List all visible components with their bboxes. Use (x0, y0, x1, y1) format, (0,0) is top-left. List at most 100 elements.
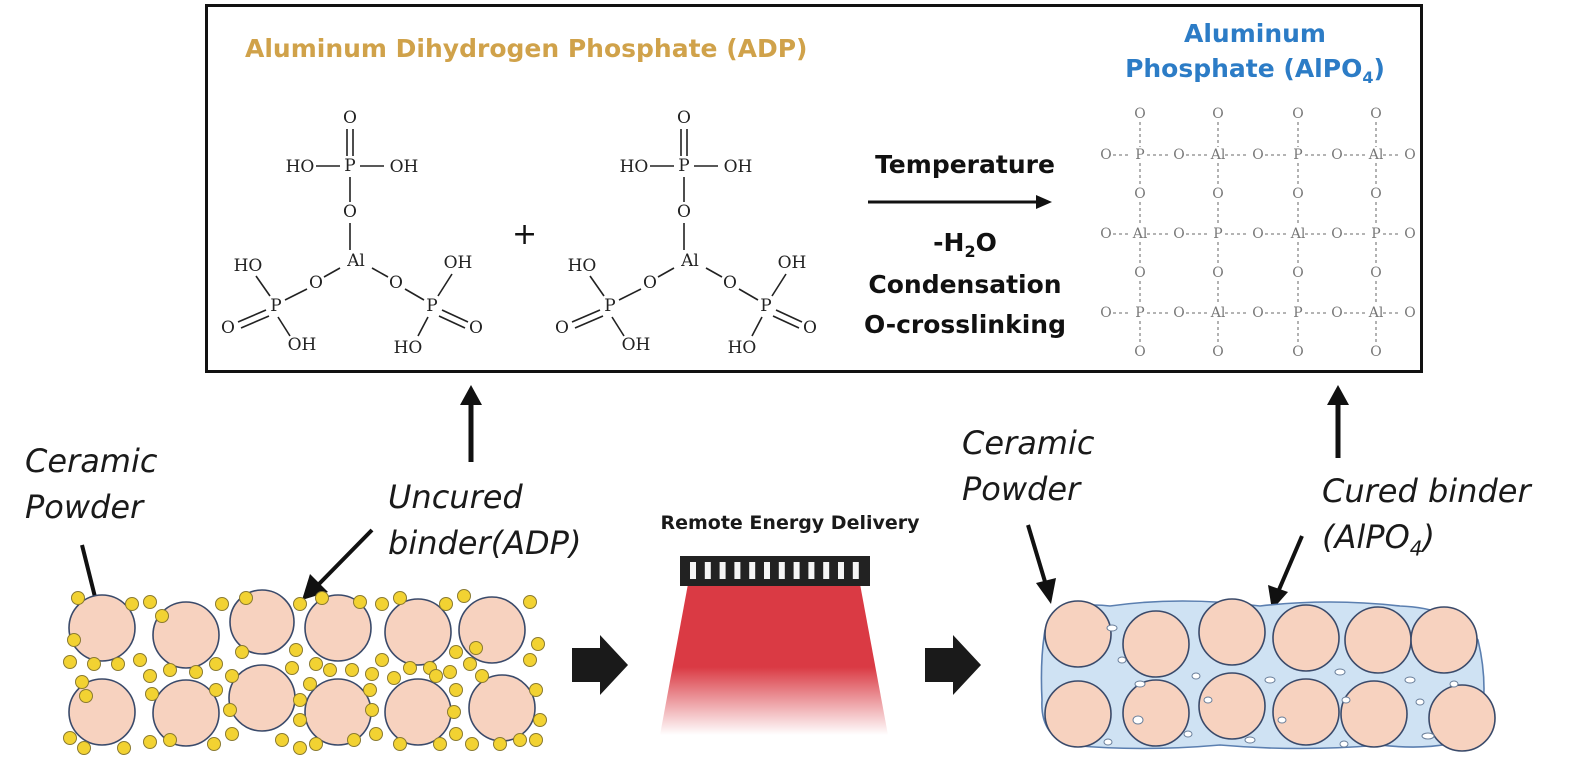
binder-particle (387, 671, 401, 685)
emitter-slot (749, 562, 756, 579)
atom-p: P (344, 156, 355, 176)
binder-particle (209, 657, 223, 671)
uncured-binder-label: Uncured binder(ADP) (388, 474, 581, 566)
pore-bubble (1334, 668, 1346, 676)
binder-particle (323, 663, 337, 677)
atom-o: O (723, 273, 737, 293)
pointer-arrow-right-powder (1026, 524, 1056, 604)
alpo-title-suffix: ) (1373, 54, 1385, 83)
binder-particle (133, 653, 147, 667)
net-o: O (1173, 147, 1184, 163)
atom-o: O (343, 202, 357, 222)
pore-bubble (1134, 680, 1146, 688)
net-o: O (1212, 186, 1223, 202)
binder-particle (143, 669, 157, 683)
ceramic-particle (68, 594, 136, 662)
cured-sub: 4 (1409, 536, 1423, 561)
water-sub: 2 (964, 242, 976, 261)
ceramic-particle (1344, 606, 1412, 674)
ceramic-particle (1340, 680, 1408, 748)
binder-particle (77, 741, 91, 755)
atom-ho: HO (728, 338, 757, 358)
pore-bubble (1264, 676, 1276, 684)
binder-particle (347, 733, 361, 747)
right-powder-line1: Ceramic (962, 424, 1095, 462)
binder-particle (75, 675, 89, 689)
ceramic-particle (68, 678, 136, 746)
atom-oh: OH (444, 253, 473, 273)
emitter-slot (764, 562, 770, 579)
ceramic-particle (1122, 679, 1190, 747)
binder-particle (309, 737, 323, 751)
net-o: O (1331, 226, 1342, 242)
process-arrow-1 (572, 635, 628, 695)
net-al: Al (1368, 147, 1384, 163)
atom-oh: OH (778, 253, 807, 273)
binder-particle (529, 683, 543, 697)
right-powder-line2: Powder (962, 470, 1081, 508)
energy-label: Remote Energy Delivery (660, 512, 920, 534)
cured-binder-label: Cured binder (AlPO4) (1322, 468, 1531, 571)
binder-particle (163, 733, 177, 747)
net-o: O (1212, 344, 1223, 360)
atom-oh: OH (622, 335, 651, 355)
binder-particle (449, 727, 463, 741)
net-al: Al (1132, 226, 1148, 242)
binder-particle (533, 713, 547, 727)
net-al: Al (1210, 305, 1226, 321)
pointer-arrow-uncured (302, 528, 374, 600)
atom-o: O (469, 318, 483, 338)
net-o: O (1173, 305, 1184, 321)
net-o: O (1292, 265, 1303, 281)
binder-particle (63, 655, 77, 669)
binder-particle (309, 657, 323, 671)
atom-oh: OH (724, 157, 753, 177)
net-o: O (1134, 186, 1145, 202)
binder-particle (155, 609, 169, 623)
net-o: O (1252, 226, 1263, 242)
binder-particle (345, 663, 359, 677)
net-o: O (1292, 344, 1303, 360)
ceramic-particle (1044, 680, 1112, 748)
atom-al: Al (680, 251, 699, 271)
alpo-title-sub: 4 (1362, 68, 1374, 87)
binder-particle (293, 597, 307, 611)
alpo-title: Aluminum Phosphate (AlPO4) (1110, 16, 1400, 95)
binder-particle (531, 637, 545, 651)
binder-particle (67, 633, 81, 647)
net-o: O (1134, 265, 1145, 281)
pore-bubble (1341, 696, 1351, 704)
ceramic-particle (1198, 672, 1266, 740)
alpo-title-prefix: Phosphate (AlPO (1125, 54, 1363, 83)
binder-particle (449, 645, 463, 659)
uncured-line2: binder(ADP) (388, 524, 582, 562)
binder-particle (293, 713, 307, 727)
left-powder-line1: Ceramic (25, 442, 158, 480)
binder-particle (163, 663, 177, 677)
atom-o: O (803, 318, 817, 338)
emitter-slot (690, 562, 696, 579)
ceramic-particle (384, 678, 452, 746)
binder-particle (365, 667, 379, 681)
ceramic-particle (384, 598, 452, 666)
cured-powder-bed (1040, 598, 1496, 752)
net-o: O (1173, 226, 1184, 242)
binder-particle (463, 657, 477, 671)
ceramic-particle (458, 596, 526, 664)
ceramic-particle (1044, 600, 1112, 668)
plus-sign: + (512, 217, 537, 252)
emitter-slot (852, 562, 859, 579)
binder-particle (275, 733, 289, 747)
binder-particle (235, 645, 249, 659)
net-p: P (1213, 226, 1222, 242)
pore-bubble (1277, 716, 1287, 724)
condition-condensation: Condensation (868, 270, 1062, 299)
binder-particle (369, 727, 383, 741)
condition-temperature: Temperature (875, 150, 1055, 179)
net-al: Al (1290, 226, 1306, 242)
net-o: O (1370, 186, 1381, 202)
atom-p: P (604, 296, 615, 316)
atom-ho: HO (234, 256, 263, 276)
net-o: O (1100, 226, 1111, 242)
